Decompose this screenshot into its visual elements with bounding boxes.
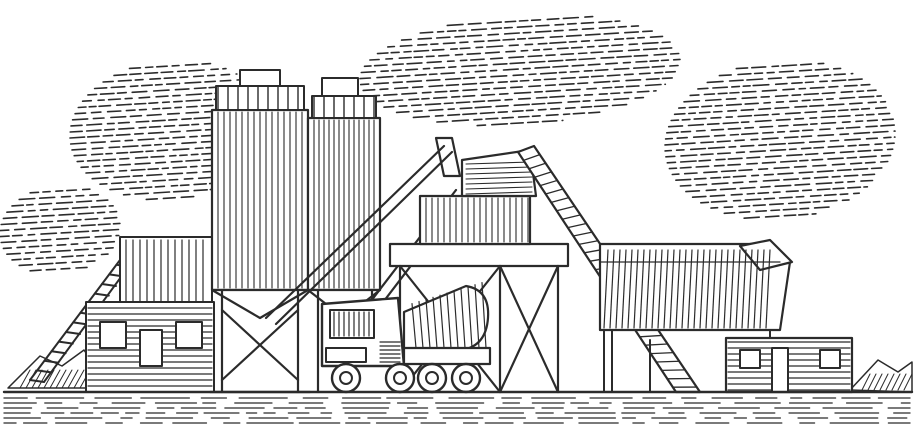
background-mounds xyxy=(7,349,913,393)
storage-building-left xyxy=(119,236,213,308)
sky-clouds xyxy=(0,15,896,272)
cloud-far-left xyxy=(0,188,121,272)
site-cabin-left xyxy=(85,301,215,393)
cloud-right xyxy=(664,62,896,219)
cloud-center xyxy=(359,15,681,127)
site-cabin-icon xyxy=(724,336,854,394)
left-conveyor xyxy=(29,259,133,383)
mixer-truck-icon xyxy=(320,282,492,394)
ground xyxy=(2,390,914,424)
aggregate-bin-icon xyxy=(598,238,794,393)
mixing-tower xyxy=(388,148,570,394)
silo-icon xyxy=(208,69,382,394)
